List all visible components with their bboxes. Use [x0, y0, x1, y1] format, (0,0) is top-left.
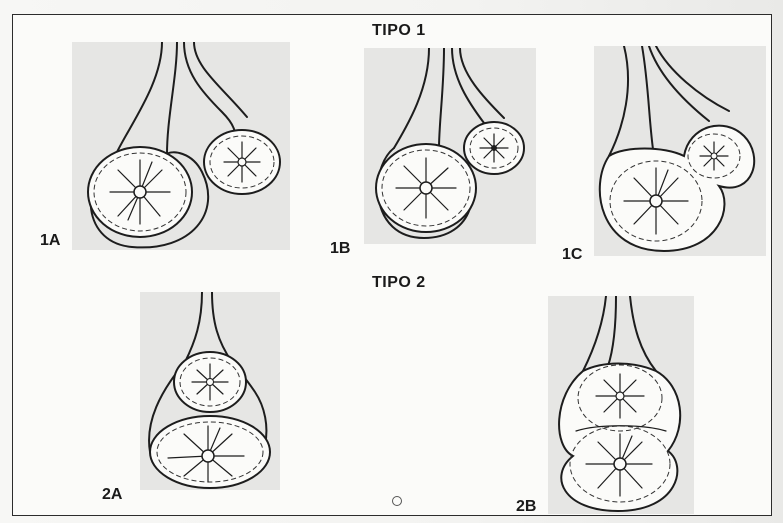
panel-1c: [594, 46, 766, 256]
label-1c: 1C: [562, 246, 582, 264]
heading-tipo-2: TIPO 2: [372, 274, 426, 292]
panel-2a: [140, 292, 280, 490]
label-2b: 2B: [516, 498, 536, 516]
diagram-1b: [364, 48, 536, 244]
diagram-2b: [548, 296, 694, 514]
panel-2b: [548, 296, 694, 514]
panel-1b: [364, 48, 536, 244]
diagram-2a: [140, 292, 280, 490]
label-1b: 1B: [330, 240, 350, 258]
diagram-1c: [594, 46, 766, 256]
diagram-1a: [72, 42, 290, 250]
heading-tipo-1: TIPO 1: [372, 22, 426, 40]
panel-1a: [72, 42, 290, 250]
label-2a: 2A: [102, 486, 122, 504]
circle-mark-icon: [392, 496, 402, 506]
label-1a: 1A: [40, 232, 60, 250]
